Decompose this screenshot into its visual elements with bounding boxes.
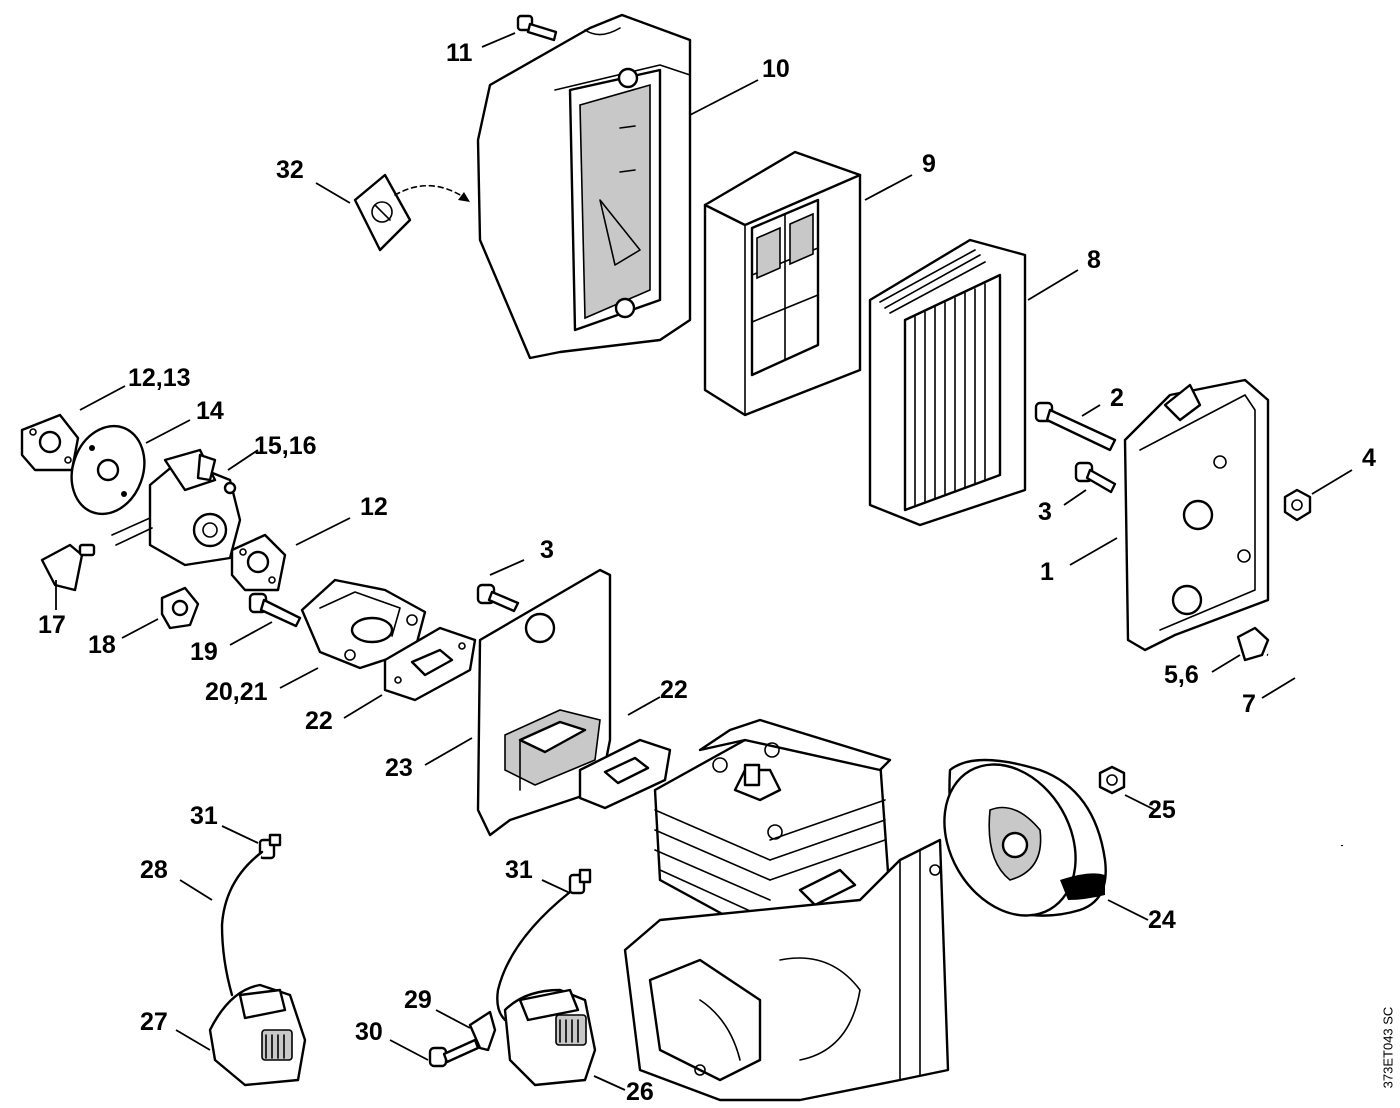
- label-1: 1: [1040, 558, 1054, 586]
- label-14: 14: [196, 397, 224, 425]
- part-spacer-disc-14: [70, 424, 146, 516]
- label-17: 17: [38, 611, 66, 639]
- label-2: 2: [1110, 384, 1124, 412]
- label-26: 26: [626, 1078, 654, 1106]
- part-gasket-22a: [383, 626, 477, 702]
- sticker-arrow-head: [458, 192, 470, 202]
- part-filter-cover-10: [476, 13, 692, 360]
- part-ignition-module-27: [208, 983, 307, 1087]
- part-prefilter-9: [703, 150, 862, 417]
- part-gasket-18: [160, 586, 200, 630]
- label-8: 8: [1087, 246, 1101, 274]
- label-31b: 31: [505, 856, 533, 884]
- label-4: 4: [1362, 444, 1376, 472]
- reference-code: 373ET043 SC: [1370, 1000, 1400, 1100]
- part-ignition-lead-right: [496, 890, 572, 1022]
- part-label-sticker-32: [353, 173, 412, 252]
- label-7: 7: [1242, 690, 1256, 718]
- label-31a: 31: [190, 802, 218, 830]
- part-nut-25: [1098, 765, 1126, 795]
- label-5-6: 5,6: [1164, 661, 1199, 689]
- label-18: 18: [88, 631, 116, 659]
- part-long-screw-2: [1034, 401, 1117, 452]
- label-23: 23: [385, 754, 413, 782]
- label-29: 29: [404, 986, 432, 1014]
- part-hose-7-core: [1267, 652, 1345, 845]
- label-10: 10: [762, 55, 790, 83]
- label-15-16: 15,16: [254, 432, 317, 460]
- part-nut-4: [1283, 488, 1312, 522]
- part-screw-3a: [1074, 461, 1117, 494]
- part-flywheel-24: [943, 758, 1107, 917]
- label-12-13: 12,13: [128, 364, 191, 392]
- label-19: 19: [190, 638, 218, 666]
- part-manifold-20-21: [300, 578, 427, 670]
- part-ignition-lead-28: [220, 850, 264, 997]
- part-bracket-29: [468, 1010, 497, 1052]
- part-crankcase: [623, 838, 950, 1102]
- part-screw-3b: [476, 583, 520, 613]
- part-carburetor-15-16: [111, 448, 242, 567]
- part-knob-17: [40, 543, 96, 592]
- label-28: 28: [140, 856, 168, 884]
- sticker-arrow: [394, 184, 466, 199]
- label-22a: 22: [305, 707, 333, 735]
- label-20-21: 20,21: [205, 678, 268, 706]
- label-11: 11: [446, 39, 473, 67]
- label-22b: 22: [660, 676, 688, 704]
- part-gasket-12: [230, 533, 287, 592]
- part-spark-plug-boot-31b: [568, 868, 592, 895]
- part-grommet-5-6: [1236, 626, 1270, 662]
- part-screw-19: [248, 592, 302, 628]
- label-3a: 3: [1038, 498, 1052, 526]
- part-labels: 11 10 32 9 8 12,13 14 15,16 2 4 3 12 1 3…: [38, 39, 1376, 1106]
- part-screw-30: [428, 1038, 480, 1068]
- label-30: 30: [355, 1018, 383, 1046]
- label-9: 9: [922, 150, 936, 178]
- part-base-plate-1: [1123, 378, 1270, 652]
- part-air-filter-8: [868, 238, 1027, 527]
- label-12: 12: [360, 493, 388, 521]
- part-spark-plug-boot-31a: [258, 833, 282, 860]
- label-3b: 3: [540, 536, 554, 564]
- leader-lines: [55, 32, 1353, 1091]
- part-gasket-22b: [578, 738, 672, 810]
- label-24: 24: [1148, 906, 1176, 934]
- part-gasket-12-13: [20, 413, 80, 472]
- part-hose-7: [1266, 653, 1344, 847]
- reference-code-text: 373ET043 SC: [1380, 1006, 1396, 1089]
- label-32: 32: [276, 156, 304, 184]
- label-27: 27: [140, 1008, 168, 1036]
- part-screw-11: [516, 14, 558, 42]
- label-25: 25: [1148, 796, 1176, 824]
- part-ignition-module-26: [503, 988, 597, 1087]
